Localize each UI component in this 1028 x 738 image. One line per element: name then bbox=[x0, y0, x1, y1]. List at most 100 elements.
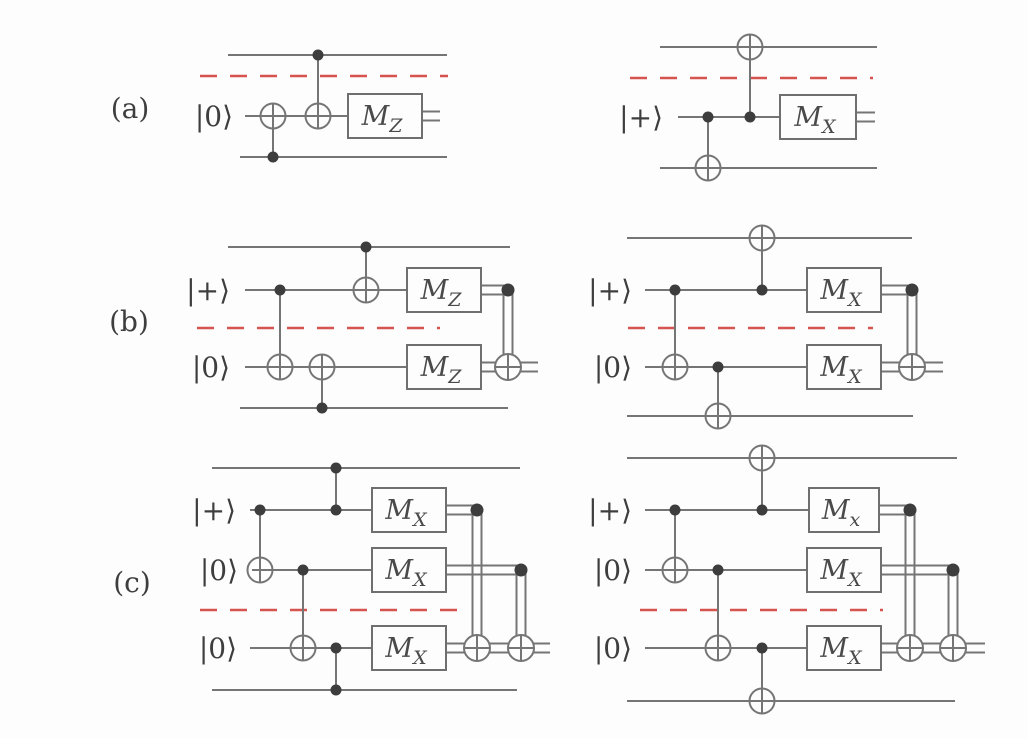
ket-label: |0⟩ bbox=[594, 554, 632, 587]
ket-label: |0⟩ bbox=[200, 554, 238, 587]
measurement-base: M bbox=[821, 495, 851, 526]
measurement-subscript: X bbox=[846, 289, 863, 311]
measurement-base: M bbox=[361, 101, 391, 132]
classical-control-dot-icon bbox=[903, 503, 917, 517]
ket-label: |0⟩ bbox=[594, 351, 632, 384]
measurement-box bbox=[806, 344, 882, 390]
measurement-box bbox=[806, 625, 882, 671]
measurement-box bbox=[808, 487, 880, 533]
row-label: (b) bbox=[109, 305, 149, 338]
xor-target-icon bbox=[748, 444, 776, 472]
measurement-subscript: X bbox=[411, 569, 428, 591]
ket-label: |+⟩ bbox=[588, 494, 632, 527]
measurement-base: M bbox=[793, 102, 823, 133]
ket-label: |+⟩ bbox=[192, 494, 236, 527]
measurement-base: M bbox=[384, 633, 414, 664]
classical-control-dot-icon bbox=[946, 563, 960, 577]
classical-control-dot-icon bbox=[905, 283, 919, 297]
control-dot-icon bbox=[316, 402, 328, 414]
ket-label: |+⟩ bbox=[619, 101, 663, 134]
measurement-label: MX bbox=[819, 633, 863, 669]
xor-target-icon bbox=[661, 556, 689, 584]
circuit-a-left: |0⟩ MZ bbox=[195, 49, 448, 163]
measurement-base: M bbox=[420, 275, 450, 306]
control-dot-icon bbox=[274, 284, 286, 296]
xor-target-icon bbox=[246, 556, 274, 584]
measurement-box bbox=[406, 267, 482, 313]
classical-control-dot-icon bbox=[470, 503, 484, 517]
ket-label: |+⟩ bbox=[186, 274, 230, 307]
row-label: (c) bbox=[113, 566, 151, 599]
ket-label: |0⟩ bbox=[199, 632, 237, 665]
control-dot-icon bbox=[712, 564, 724, 576]
xor-target-icon bbox=[748, 687, 776, 715]
control-dot-icon bbox=[744, 111, 756, 123]
measurement-subscript: Z bbox=[447, 289, 462, 311]
measurement-base: M bbox=[384, 495, 414, 526]
control-dot-icon bbox=[360, 241, 372, 253]
measurement-label: MZ bbox=[361, 101, 404, 137]
control-dot-icon bbox=[756, 642, 768, 654]
control-dot-icon bbox=[330, 504, 342, 516]
xor-target-icon bbox=[704, 402, 732, 430]
ket-label: |0⟩ bbox=[594, 632, 632, 665]
measurement-label: MX bbox=[819, 275, 863, 311]
measurement-subscript: x bbox=[849, 509, 860, 531]
control-dot-icon bbox=[330, 642, 342, 654]
xor-target-icon bbox=[736, 33, 764, 61]
ket-label: |+⟩ bbox=[588, 274, 632, 307]
measurement-base: M bbox=[819, 275, 849, 306]
control-dot-icon bbox=[702, 111, 714, 123]
measurement-subscript: X bbox=[411, 509, 428, 531]
control-dot-icon bbox=[312, 49, 324, 61]
xor-target-icon bbox=[304, 102, 332, 130]
measurement-box bbox=[806, 267, 882, 313]
control-dot-icon bbox=[267, 151, 279, 163]
measurement-label: MX bbox=[793, 102, 837, 138]
control-dot-icon bbox=[669, 284, 681, 296]
measurement-label: MX bbox=[384, 495, 428, 531]
xor-target-icon bbox=[704, 634, 732, 662]
measurement-box bbox=[406, 344, 482, 390]
ket-label: |0⟩ bbox=[195, 100, 233, 133]
measurement-label: Mx bbox=[821, 495, 861, 531]
measurement-label: MZ bbox=[420, 352, 463, 388]
control-dot-icon bbox=[756, 504, 768, 516]
measurement-box bbox=[779, 94, 857, 140]
xor-target-icon bbox=[352, 276, 380, 304]
measurement-label: MX bbox=[384, 633, 428, 669]
control-dot-icon bbox=[712, 361, 724, 373]
control-dot-icon bbox=[254, 504, 266, 516]
control-dot-icon bbox=[297, 564, 309, 576]
xor-target-icon bbox=[694, 154, 722, 182]
xor-target-icon bbox=[748, 224, 776, 252]
measurement-box bbox=[347, 93, 423, 139]
row-label: (a) bbox=[111, 92, 150, 125]
control-dot-icon bbox=[330, 462, 342, 474]
measurement-subscript: Z bbox=[447, 366, 462, 388]
measurement-box bbox=[371, 625, 447, 671]
measurement-base: M bbox=[819, 352, 849, 383]
measurement-label: MX bbox=[819, 555, 863, 591]
xor-target-icon bbox=[289, 634, 317, 662]
measurement-label: MX bbox=[384, 555, 428, 591]
measurement-box bbox=[371, 547, 447, 593]
xor-target-icon bbox=[308, 353, 336, 381]
ket-label: |0⟩ bbox=[192, 351, 230, 384]
measurement-base: M bbox=[420, 352, 450, 383]
measurement-base: M bbox=[819, 555, 849, 586]
xor-target-icon bbox=[661, 353, 689, 381]
measurement-subscript: X bbox=[846, 569, 863, 591]
measurement-label: MX bbox=[819, 352, 863, 388]
circuit-a-right: |+⟩ MX bbox=[619, 33, 877, 182]
xor-target-icon bbox=[259, 102, 287, 130]
measurement-subscript: Z bbox=[388, 115, 403, 137]
xor-target-icon bbox=[266, 353, 294, 381]
control-dot-icon bbox=[756, 284, 768, 296]
control-dot-icon bbox=[669, 504, 681, 516]
classical-control-dot-icon bbox=[514, 563, 528, 577]
